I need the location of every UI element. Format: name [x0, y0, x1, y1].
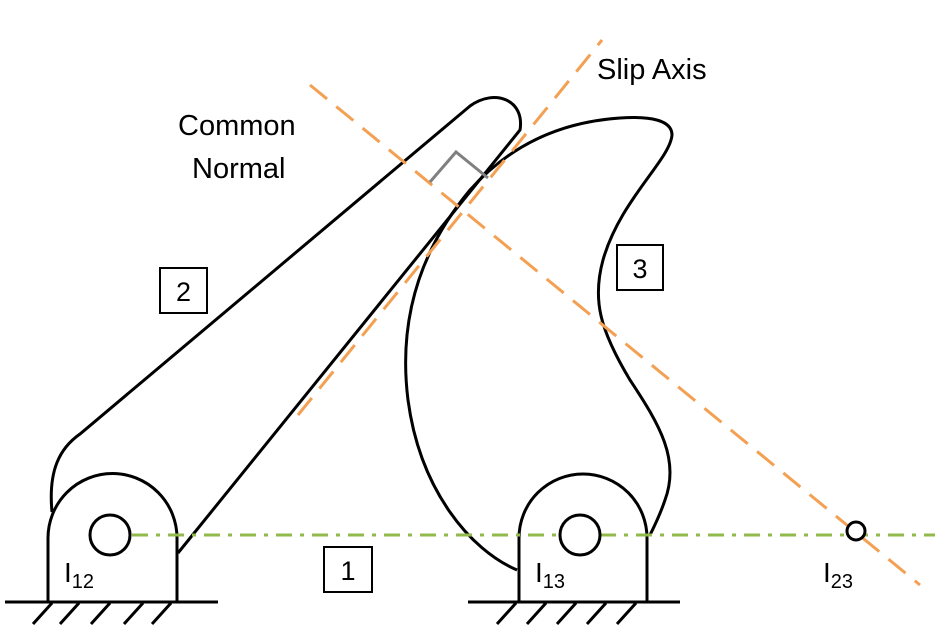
right-angle-mark: [428, 149, 489, 183]
link-3-label: 3: [632, 254, 647, 284]
ground-left: [5, 600, 218, 626]
link-2-body: [49, 96, 522, 554]
pin-13: [558, 513, 602, 557]
link-2-label: 2: [176, 277, 191, 307]
link-1-label-box: [323, 546, 373, 593]
link-2-label-box: [159, 267, 208, 314]
ic23-label: I23: [823, 557, 853, 593]
common-normal-line: [309, 83, 921, 587]
ic12-label: I12: [64, 557, 94, 593]
link-1-label: 1: [340, 556, 355, 586]
common-normal-label-2: Normal: [192, 153, 285, 185]
ic13-label: I13: [535, 557, 565, 593]
ground-right: [468, 600, 680, 626]
link-3-label-box: [616, 244, 664, 291]
slip-axis-line: [296, 39, 604, 416]
instant-center-23-marker: [845, 520, 867, 542]
cam-3-body: [404, 116, 674, 572]
pin-12: [88, 513, 132, 557]
common-normal-label-1: Common: [178, 110, 296, 142]
slip-axis-label: Slip Axis: [597, 54, 707, 86]
